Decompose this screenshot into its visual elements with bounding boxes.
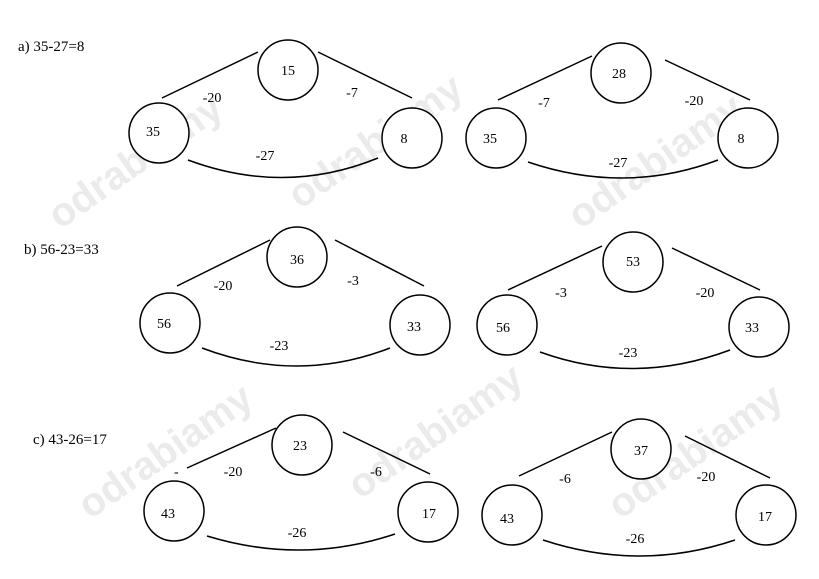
connector-line	[317, 51, 413, 99]
node-value: 35	[146, 125, 160, 140]
operation-label: -26	[288, 526, 307, 541]
connector-line	[518, 431, 613, 477]
circle-node: 37	[610, 418, 672, 480]
triangle-diagram: 43 23 17 -20 -6 -26	[143, 414, 459, 551]
circle-node: 33	[728, 296, 790, 358]
circle-node: 53	[602, 231, 664, 293]
triangle-diagram: 35 15 8 -20 -7 -27	[128, 39, 443, 179]
node-value: 56	[496, 321, 510, 336]
node-value: 28	[612, 67, 626, 82]
node-value: 43	[161, 507, 175, 522]
node-value: 17	[758, 510, 772, 525]
operation-label: -3	[347, 274, 359, 289]
operation-label: -27	[256, 149, 275, 164]
operation-label: -20	[214, 279, 233, 294]
circle-node: 28	[590, 42, 652, 104]
connector-arc	[539, 349, 731, 370]
operation-label: -6	[559, 472, 571, 487]
connector-line	[507, 245, 603, 291]
connector-line	[186, 427, 277, 469]
operation-label: -23	[270, 339, 289, 354]
operation-label: -20	[203, 91, 222, 106]
operation-label: -20	[697, 470, 716, 485]
exercise-label: a) 35-27=8	[18, 39, 84, 55]
connector-line	[176, 239, 271, 287]
circle-node: 8	[381, 107, 443, 169]
operation-label: -23	[619, 346, 638, 361]
exercise-a: a) 35-27=8 35 15 8 -20 -7 -27	[18, 39, 779, 179]
connector-arc	[206, 533, 396, 551]
stray-mark: -	[174, 465, 179, 480]
operation-label: -20	[685, 94, 704, 109]
connector-arc	[527, 159, 719, 179]
node-value: 43	[500, 512, 514, 527]
operation-label: -3	[555, 286, 567, 301]
connector-arc	[542, 539, 736, 557]
circle-node: 35	[465, 107, 527, 169]
operation-label: -7	[346, 86, 358, 101]
node-value: 8	[738, 132, 745, 147]
connector-line	[497, 55, 593, 101]
circle-node: 17	[397, 481, 459, 543]
connector-arc	[187, 157, 379, 179]
circle-node: 17	[735, 484, 797, 546]
node-value: 33	[407, 320, 421, 335]
circle-node: 35	[128, 102, 190, 164]
connector-line	[161, 51, 259, 99]
connector-arc	[201, 347, 391, 367]
circle-node: 43	[143, 480, 205, 542]
connector-line	[342, 431, 431, 475]
circle-node: 15	[257, 39, 319, 101]
node-value: 15	[281, 64, 295, 79]
node-value: 8	[401, 132, 408, 147]
triangle-diagram: 43 37 17 -6 -20 -26	[481, 418, 797, 557]
operation-label: -27	[609, 156, 628, 171]
connector-line	[671, 247, 761, 291]
watermark-text: odrabiamy	[560, 85, 752, 238]
connector-line	[334, 239, 425, 287]
node-value: 23	[293, 439, 307, 454]
exercise-c: c) 43-26=17 - 43 23 17 -20 -6 -26	[33, 414, 797, 557]
node-value: 53	[626, 255, 640, 270]
node-value: 33	[745, 321, 759, 336]
circle-node: 36	[266, 226, 328, 288]
circle-node: 8	[717, 107, 779, 169]
operation-label: -20	[696, 286, 715, 301]
operation-label: -6	[370, 465, 382, 480]
exercise-label: c) 43-26=17	[33, 432, 107, 448]
circle-node: 43	[481, 484, 543, 546]
circle-node: 56	[476, 294, 538, 356]
triangle-diagram: 56 36 33 -20 -3 -23	[139, 226, 451, 367]
node-value: 36	[290, 253, 304, 268]
circle-node: 56	[139, 292, 201, 354]
watermark-text: odrabiamy	[40, 85, 232, 238]
triangle-diagram: 35 28 8 -7 -20 -27	[465, 42, 779, 179]
circle-node: 23	[271, 414, 333, 476]
operation-label: -26	[626, 532, 645, 547]
node-value: 56	[157, 317, 171, 332]
operation-label: -20	[224, 465, 243, 480]
circle-node: 33	[389, 294, 451, 356]
triangle-diagram: 56 53 33 -3 -20 -23	[476, 231, 790, 370]
exercise-label: b) 56-23=33	[24, 242, 99, 258]
connector-line	[684, 435, 771, 479]
node-value: 17	[422, 507, 436, 522]
node-value: 35	[483, 132, 497, 147]
exercise-b: b) 56-23=33 56 36 33 -20 -3 -23	[24, 226, 790, 370]
operation-label: -7	[538, 96, 550, 111]
node-value: 37	[634, 444, 648, 459]
connector-line	[664, 59, 751, 101]
